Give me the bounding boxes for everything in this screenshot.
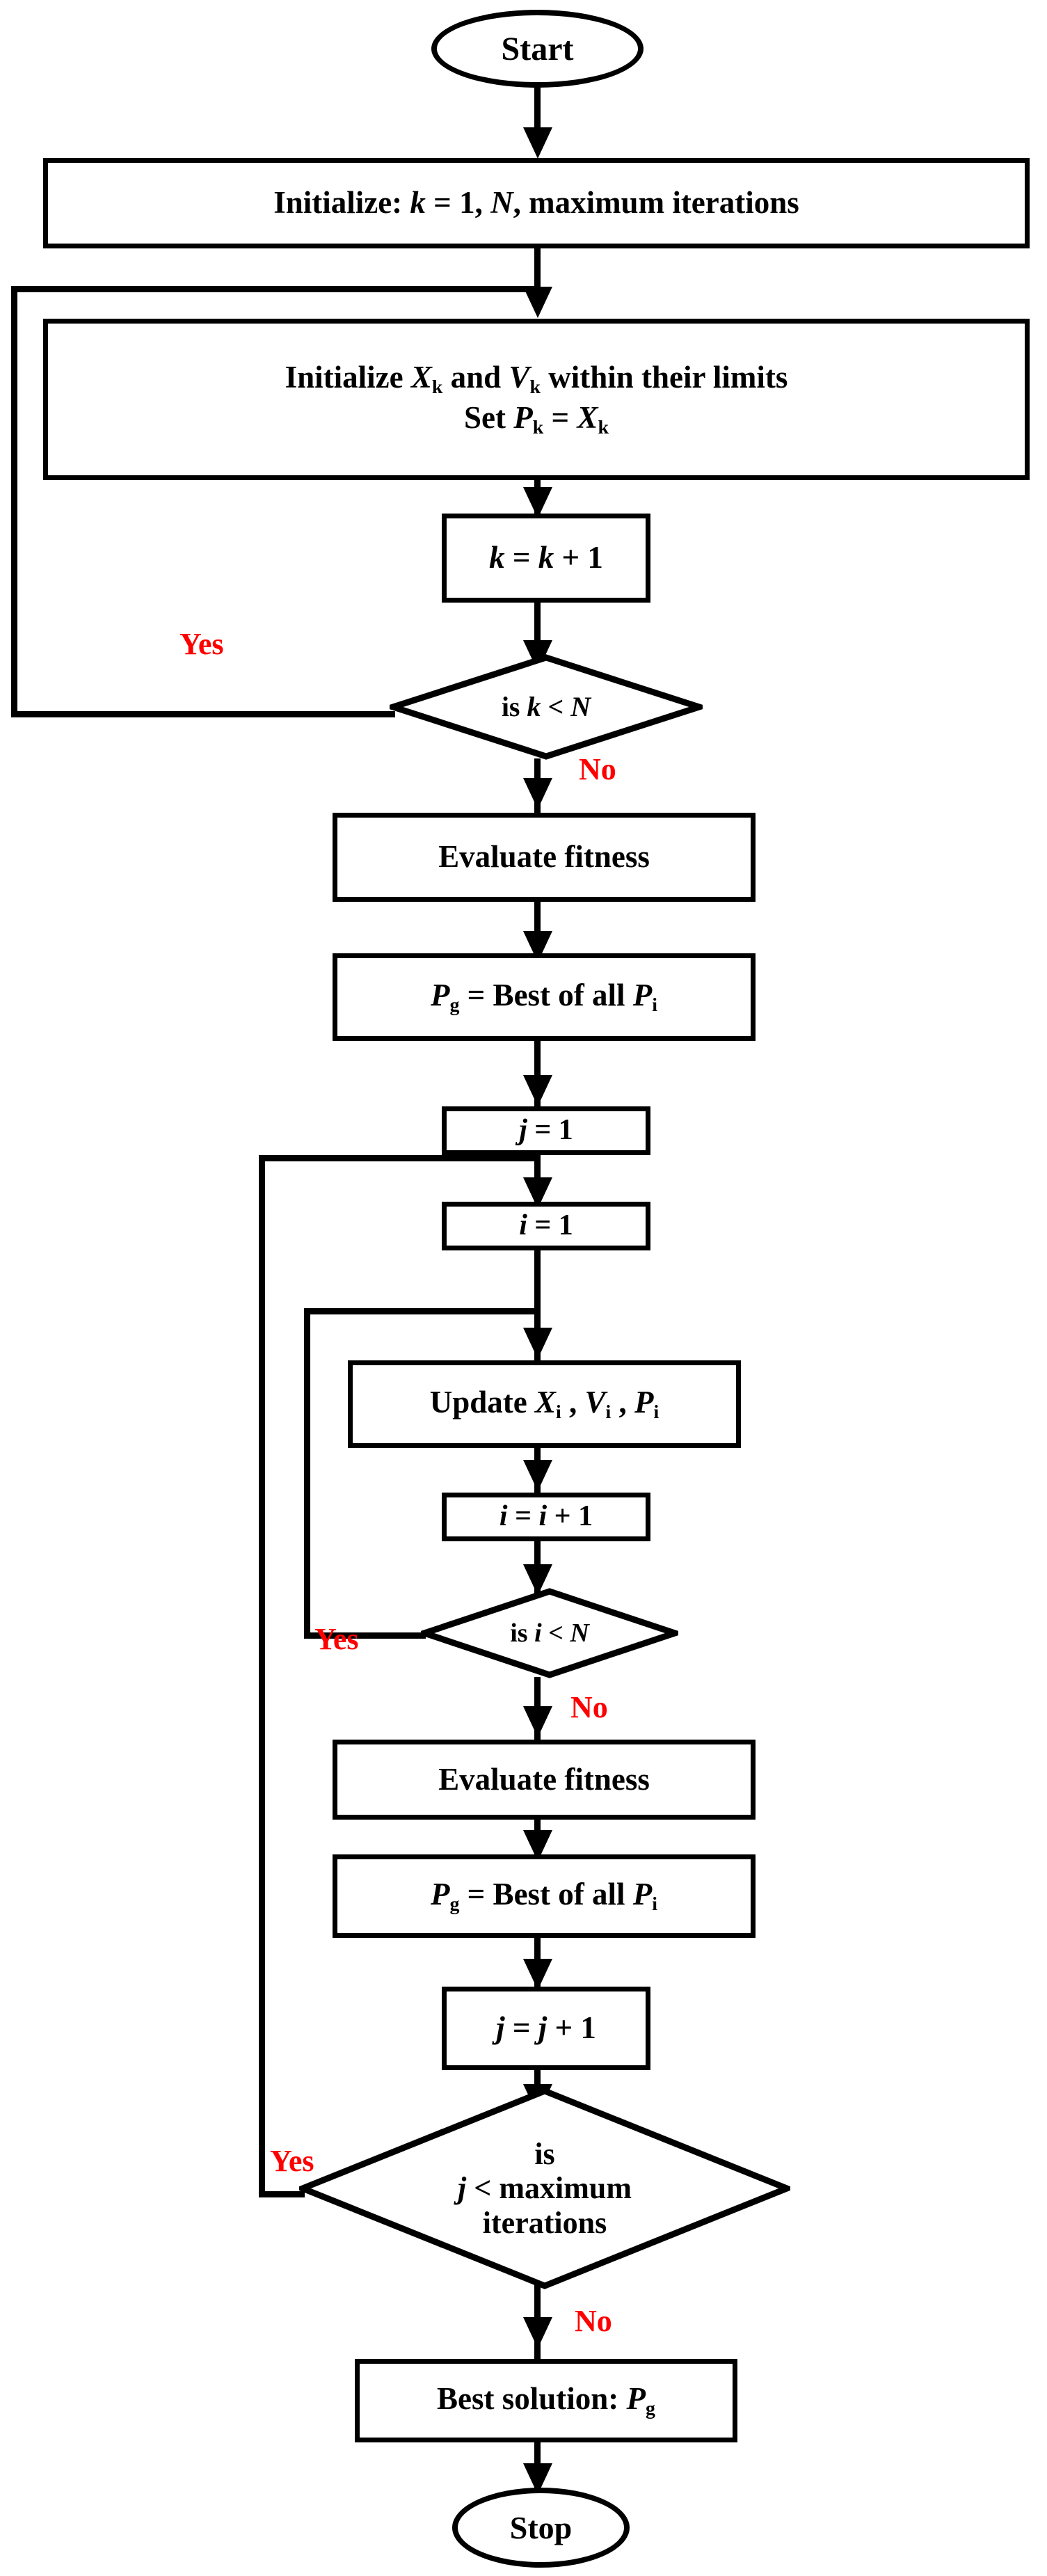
edge-loop-k-bottom — [11, 711, 395, 717]
arrowhead-evaluate-fitness-2 — [523, 1706, 552, 1738]
edge-loop-i-bottom — [304, 1632, 426, 1639]
node-k-increment-label: k = k + 1 — [489, 540, 603, 575]
node-best-global-1-label: Pg = Best of all Pi — [430, 978, 658, 1016]
node-evaluate-fitness-2-label: Evaluate fitness — [438, 1761, 650, 1797]
edge-label-k-no: No — [579, 752, 616, 786]
node-evaluate-fitness-2[interactable]: Evaluate fitness — [333, 1740, 756, 1820]
decision-diamond-shape — [421, 1588, 678, 1678]
node-initialize-label: Initialize: k = 1, N, maximum iterations — [273, 185, 799, 221]
node-stop[interactable]: Stop — [452, 2488, 630, 2568]
node-update-label: Update Xi , Vi , Pi — [429, 1385, 660, 1423]
node-i-increment-label: i = i + 1 — [499, 1500, 593, 1533]
node-update[interactable]: Update Xi , Vi , Pi — [348, 1360, 741, 1448]
node-start[interactable]: Start — [431, 10, 644, 88]
edge-loop-k-top — [11, 286, 534, 292]
edge-loop-k-left — [11, 286, 17, 717]
node-decide-i-label: is i < N — [510, 1618, 589, 1648]
edge-initialize-to-init-particles — [534, 248, 541, 289]
node-init-particles-line1: Initialize Xk and Vk within their limits — [285, 360, 788, 399]
node-i-init[interactable]: i = 1 — [442, 1202, 650, 1250]
arrowhead-update — [523, 1328, 552, 1359]
node-best-global-2-label: Pg = Best of all Pi — [430, 1877, 658, 1915]
edge-label-j-yes: Yes — [270, 2144, 314, 2178]
edge-loop-i-top — [304, 1308, 537, 1314]
node-j-init[interactable]: j = 1 — [442, 1106, 650, 1155]
node-i-increment[interactable]: i = i + 1 — [442, 1493, 650, 1541]
node-best-solution-label: Best solution: Pg — [437, 2381, 655, 2419]
node-decide-k-label: is k < N — [501, 690, 591, 722]
node-evaluate-fitness-1[interactable]: Evaluate fitness — [333, 813, 756, 902]
node-init-particles-line2: Set Pk = Xk — [464, 400, 609, 438]
decision-diamond-shape — [390, 654, 703, 760]
arrowhead-best-solution — [523, 2317, 552, 2348]
node-evaluate-fitness-1-label: Evaluate fitness — [438, 839, 650, 875]
node-best-global-1[interactable]: Pg = Best of all Pi — [333, 953, 756, 1041]
arrowhead-j-increment — [523, 1959, 552, 1990]
node-j-init-label: j = 1 — [519, 1114, 573, 1147]
arrowhead-k-increment — [523, 487, 552, 518]
edge-loop-j-top — [259, 1155, 537, 1161]
edge-loop-j-left — [259, 1155, 265, 2197]
node-best-global-2[interactable]: Pg = Best of all Pi — [333, 1854, 756, 1938]
arrowhead-evaluate-fitness-1 — [523, 778, 552, 809]
edge-i-init-to-update — [534, 1249, 541, 1371]
arrowhead-j-init — [523, 1075, 552, 1106]
node-decide-i[interactable]: is i < N — [421, 1588, 678, 1678]
node-initialize[interactable]: Initialize: k = 1, N, maximum iterations — [43, 158, 1030, 248]
node-j-increment-label: j = j + 1 — [496, 2010, 596, 2046]
arrowhead-initialize — [523, 127, 552, 159]
node-j-increment[interactable]: j = j + 1 — [442, 1987, 650, 2070]
edge-loop-i-left — [304, 1308, 310, 1639]
edge-start-to-initialize — [534, 87, 541, 130]
node-best-solution[interactable]: Best solution: Pg — [355, 2359, 737, 2442]
edge-loop-j-bottom — [259, 2191, 305, 2197]
edge-label-i-no: No — [570, 1690, 608, 1724]
edge-label-k-yes: Yes — [179, 627, 224, 661]
edge-label-i-yes: Yes — [314, 1622, 359, 1656]
arrowhead-i-increment — [523, 1460, 552, 1491]
edge-k-increment-to-decide-k — [534, 602, 541, 665]
node-decide-k[interactable]: is k < N — [390, 654, 703, 760]
decision-diamond-shape — [299, 2088, 790, 2289]
node-init-particles[interactable]: Initialize Xk and Vk within their limits… — [43, 319, 1030, 480]
node-k-increment[interactable]: k = k + 1 — [442, 514, 650, 603]
edge-label-j-no: No — [575, 2304, 612, 2338]
node-i-init-label: i = 1 — [519, 1209, 573, 1242]
